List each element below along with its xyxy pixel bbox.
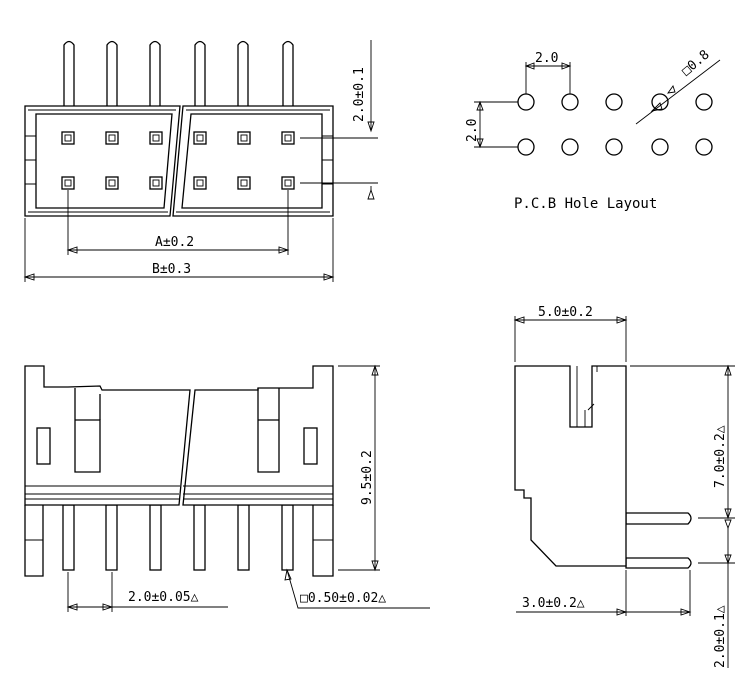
- top-view-housing-right: [172, 105, 334, 217]
- side-view: 5.0±0.2 7.0±0.2△ 2.0±0.1△ 3.0±0.2△: [513, 305, 735, 668]
- top-view-pins: [63, 40, 294, 108]
- top-view-contact-holes: [61, 131, 295, 190]
- pcb-pitch-top-label: 2.0: [535, 51, 558, 66]
- front-view-housing-left: [24, 365, 191, 506]
- top-view: 2.0±0.1 A±0.2 B±0.3: [23, 40, 378, 282]
- dim-b-label: B±0.3: [152, 262, 191, 277]
- side-height-label: 7.0±0.2△: [713, 425, 728, 488]
- side-width-label: 5.0±0.2: [538, 305, 593, 320]
- pcb-hole-layout: 2.0 2.0 □0.8 P.C.B Hole Layout: [465, 47, 721, 212]
- dim-a-label: A±0.2: [155, 235, 194, 250]
- pcb-pitch-side-label: 2.0: [465, 119, 480, 142]
- front-pin-square-label: □0.50±0.02△: [300, 591, 386, 606]
- side-view-housing: [514, 365, 627, 567]
- side-row-spacing-label: 2.0±0.1△: [713, 605, 728, 668]
- pin-height-label: 2.0±0.1: [352, 67, 367, 122]
- front-pitch-label: 2.0±0.05△: [128, 590, 199, 605]
- pcb-hole-size-label: □0.8: [679, 47, 713, 79]
- top-view-housing-left: [24, 105, 181, 217]
- side-pin-offset-label: 3.0±0.2△: [522, 596, 585, 611]
- pcb-holes: [517, 93, 713, 156]
- front-height-label: 9.5±0.2: [360, 450, 375, 505]
- front-view: 9.5±0.2 2.0±0.05△ □0.50±0.02△: [24, 364, 430, 612]
- pcb-hole-layout-title: P.C.B Hole Layout: [514, 196, 657, 212]
- front-view-pins: [62, 504, 294, 571]
